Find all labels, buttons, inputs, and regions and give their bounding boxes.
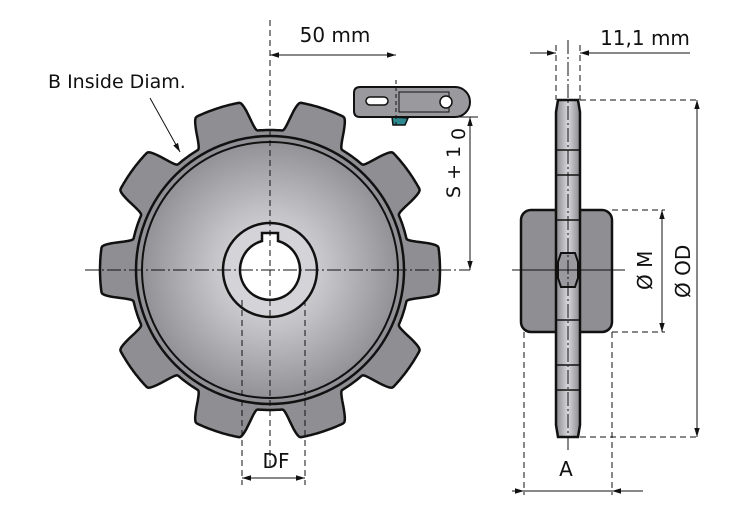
inside-diam-callout: B Inside Diam. xyxy=(48,71,186,153)
bore-diam-label: Ø M xyxy=(633,251,657,290)
width-label: 11,1 mm xyxy=(600,26,690,50)
pitch-label: 50 mm xyxy=(300,23,371,47)
s-plus-label: S + 1 xyxy=(443,146,465,198)
pitch-dimension: 50 mm xyxy=(270,23,396,58)
df-label: DF xyxy=(263,449,290,473)
bore-with-keyway xyxy=(238,231,302,302)
df-dimension: DF xyxy=(241,300,306,485)
s-dimension: S + 1 0 xyxy=(430,116,478,270)
inside-diam-label: B Inside Diam. xyxy=(48,71,186,93)
chain-link xyxy=(353,80,471,126)
outer-diam-label: Ø OD xyxy=(671,245,695,298)
side-view: 11,1 mm Ø OD Ø M A xyxy=(512,26,700,495)
hub-width-label: A xyxy=(559,457,573,481)
s-zero-label: 0 xyxy=(448,128,470,140)
front-view xyxy=(85,20,470,470)
